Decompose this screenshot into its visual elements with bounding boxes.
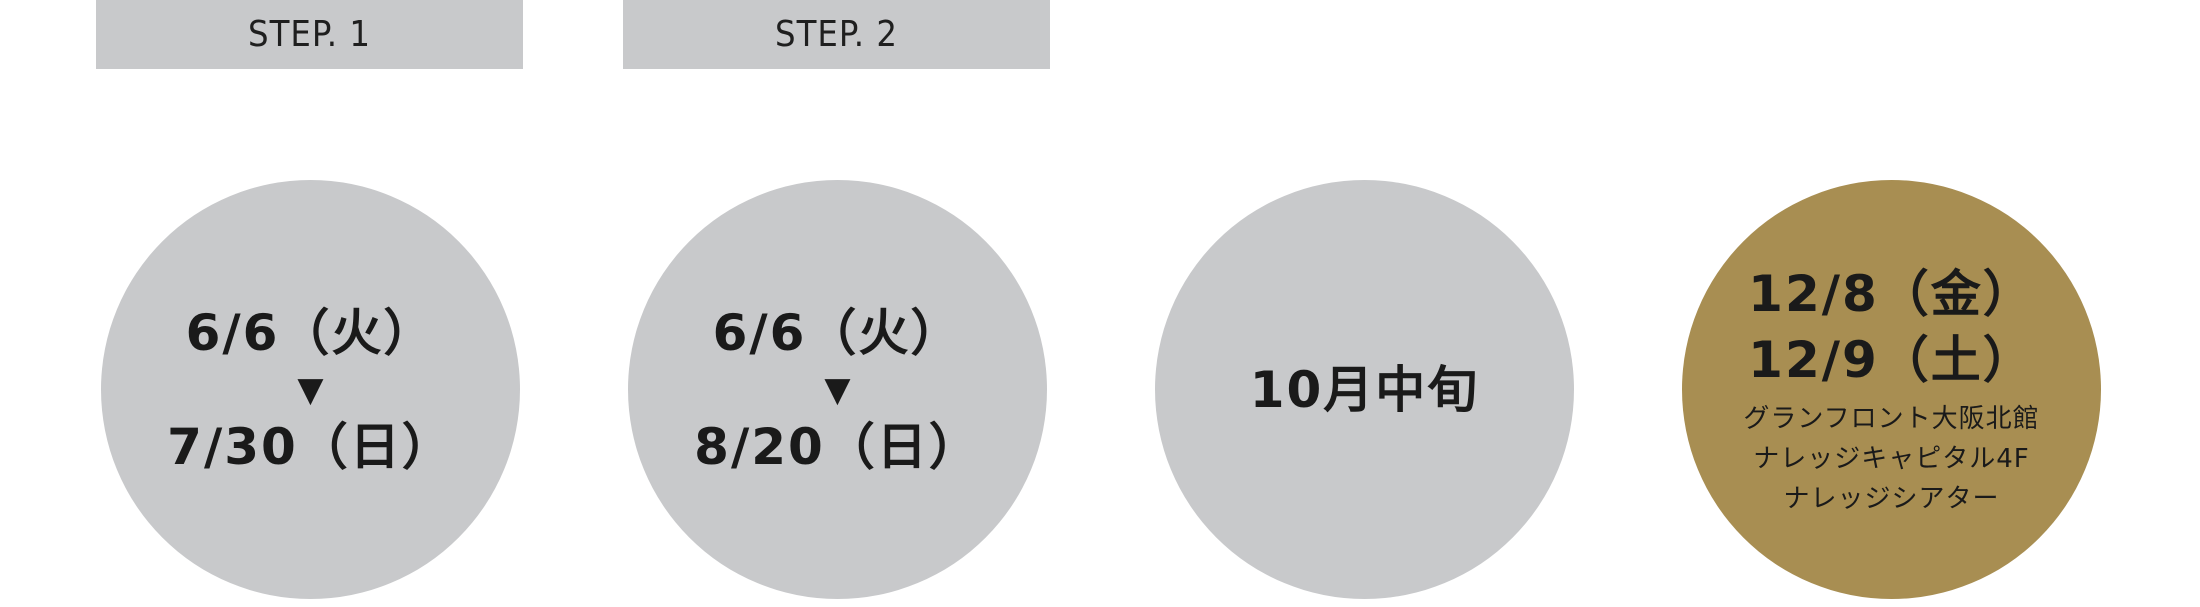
step-2-period-circle: 6/6（火） ▼ 8/20（日） [628,180,1047,599]
final-event-circle: 12/8（金） 12/9（土） グランフロント大阪北館 ナレッジキャピタル4F … [1682,180,2101,599]
final-date-2: 12/9（土） [1748,330,2035,389]
step-2-start-date: 6/6（火） [712,303,963,362]
step-3-period-circle: 10月中旬 [1155,180,1574,599]
venue-line-3: ナレッジシアター [1783,483,2000,514]
step-1-label: STEP. 1 [96,0,523,69]
step-1-end-date: 7/30（日） [167,417,454,476]
venue-line-2: ナレッジキャピタル4F [1753,443,2030,474]
step-2-end-date: 8/20（日） [694,417,981,476]
step-3-date: 10月中旬 [1249,360,1480,419]
venue-info: グランフロント大阪北館 ナレッジキャピタル4F ナレッジシアター [1743,399,2039,519]
step-1-start-date: 6/6（火） [185,303,436,362]
down-triangle-icon: ▼ [297,369,324,410]
step-1-period-circle: 6/6（火） ▼ 7/30（日） [101,180,520,599]
venue-line-1: グランフロント大阪北館 [1743,403,2040,434]
step-2-label: STEP. 2 [623,0,1050,69]
final-date-1: 12/8（金） [1748,264,2035,323]
down-triangle-icon: ▼ [824,369,851,410]
